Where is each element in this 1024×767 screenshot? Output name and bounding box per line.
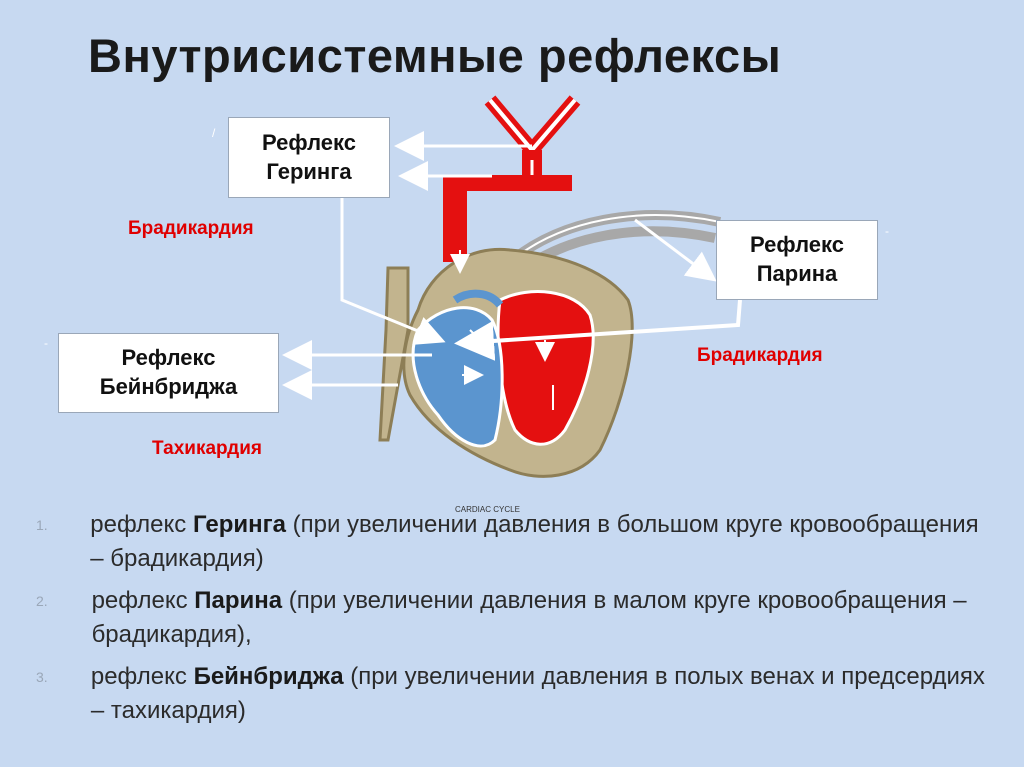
list-text: рефлекс Бейнбриджа (при увеличении давле…: [90, 663, 985, 725]
stray-mark: -: [885, 224, 889, 238]
stray-mark: /: [212, 126, 216, 140]
list-number: 3.: [36, 669, 48, 686]
effect-bainbridge: Тахикардия: [152, 438, 262, 459]
list-text: рефлекс Парина (при увеличении давления …: [91, 587, 967, 649]
box-parin-label: Рефлекс Парина: [750, 232, 844, 286]
box-bainbridge-reflex: Рефлекс Бейнбриджа: [58, 333, 279, 413]
page-title: Внутрисистемные рефлексы: [88, 29, 782, 82]
heart-icon: [402, 247, 634, 478]
carotid-artery-icon: [443, 95, 581, 262]
box-bainbridge-label: Рефлекс Бейнбриджа: [99, 345, 238, 399]
list-item: 3. рефлекс Бейнбриджа (при увеличении да…: [36, 660, 996, 728]
diagram-caption: CARDIAC CYCLE: [455, 505, 520, 514]
effect-parin: Брадикардия: [697, 345, 823, 366]
list-number: 2.: [36, 593, 48, 610]
list-number: 1.: [36, 517, 48, 533]
stray-mark: -: [44, 336, 48, 350]
connector-arrows: [282, 131, 742, 400]
effect-hering: Брадикардия: [128, 218, 254, 239]
list-item: 2. рефлекс Парина (при увеличении давлен…: [36, 584, 996, 652]
reflex-list: 1. рефлекс Геринга (при увеличении давле…: [36, 508, 996, 736]
box-hering-reflex: Рефлекс Геринга: [228, 117, 390, 198]
list-item: 1. рефлекс Геринга (при увеличении давле…: [36, 508, 996, 576]
list-text: рефлекс Геринга (при увеличении давления…: [90, 511, 979, 573]
box-parin-reflex: Рефлекс Парина: [716, 220, 878, 300]
box-hering-label: Рефлекс Геринга: [262, 129, 356, 184]
